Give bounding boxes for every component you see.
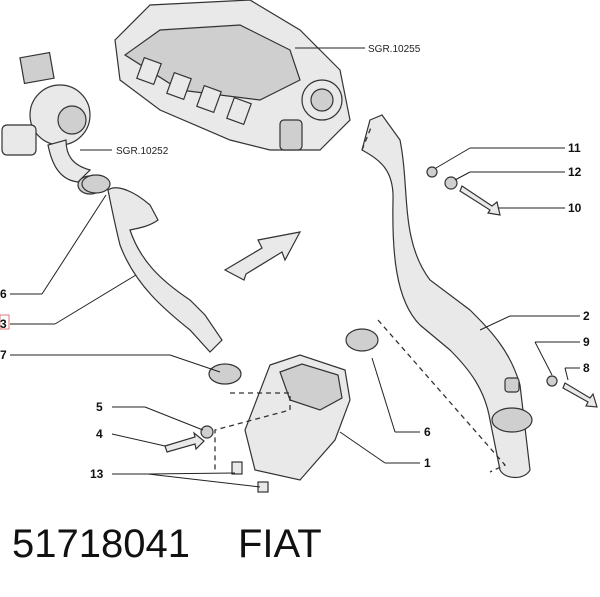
ref-label-turbo: SGR.10252 bbox=[116, 146, 169, 157]
outlet-pipe bbox=[361, 114, 533, 479]
callout-2: 2 bbox=[583, 309, 590, 323]
callout-6-lower: 6 bbox=[424, 425, 431, 439]
callout-13: 13 bbox=[90, 467, 104, 481]
callout-9: 9 bbox=[583, 335, 590, 349]
turbocharger bbox=[1, 51, 92, 183]
callout-8: 8 bbox=[583, 361, 590, 375]
leader-lines bbox=[10, 47, 580, 488]
callout-3: 3 bbox=[0, 317, 7, 331]
callout-11: 11 bbox=[568, 141, 581, 155]
intake-manifold bbox=[114, 0, 351, 151]
callout-4: 4 bbox=[96, 427, 103, 441]
callout-1: 1 bbox=[424, 456, 431, 470]
brand-name: FIAT bbox=[238, 522, 322, 566]
callout-10: 10 bbox=[568, 201, 582, 215]
intercooler bbox=[231, 354, 351, 493]
part-number: 51718041 bbox=[12, 522, 190, 566]
callout-6-upper: 6 bbox=[0, 287, 7, 301]
callout-7: 7 bbox=[0, 348, 7, 362]
hose-clamps bbox=[81, 174, 379, 385]
airflow-arrow bbox=[223, 231, 302, 281]
fasteners bbox=[164, 166, 598, 453]
callout-3-highlight bbox=[0, 314, 10, 330]
assembly-dashed-lines bbox=[214, 124, 507, 473]
callout-5: 5 bbox=[96, 400, 103, 414]
callout-12: 12 bbox=[568, 165, 582, 179]
hose-part-3 bbox=[77, 175, 223, 353]
ref-label-manifold: SGR.10255 bbox=[368, 44, 421, 55]
